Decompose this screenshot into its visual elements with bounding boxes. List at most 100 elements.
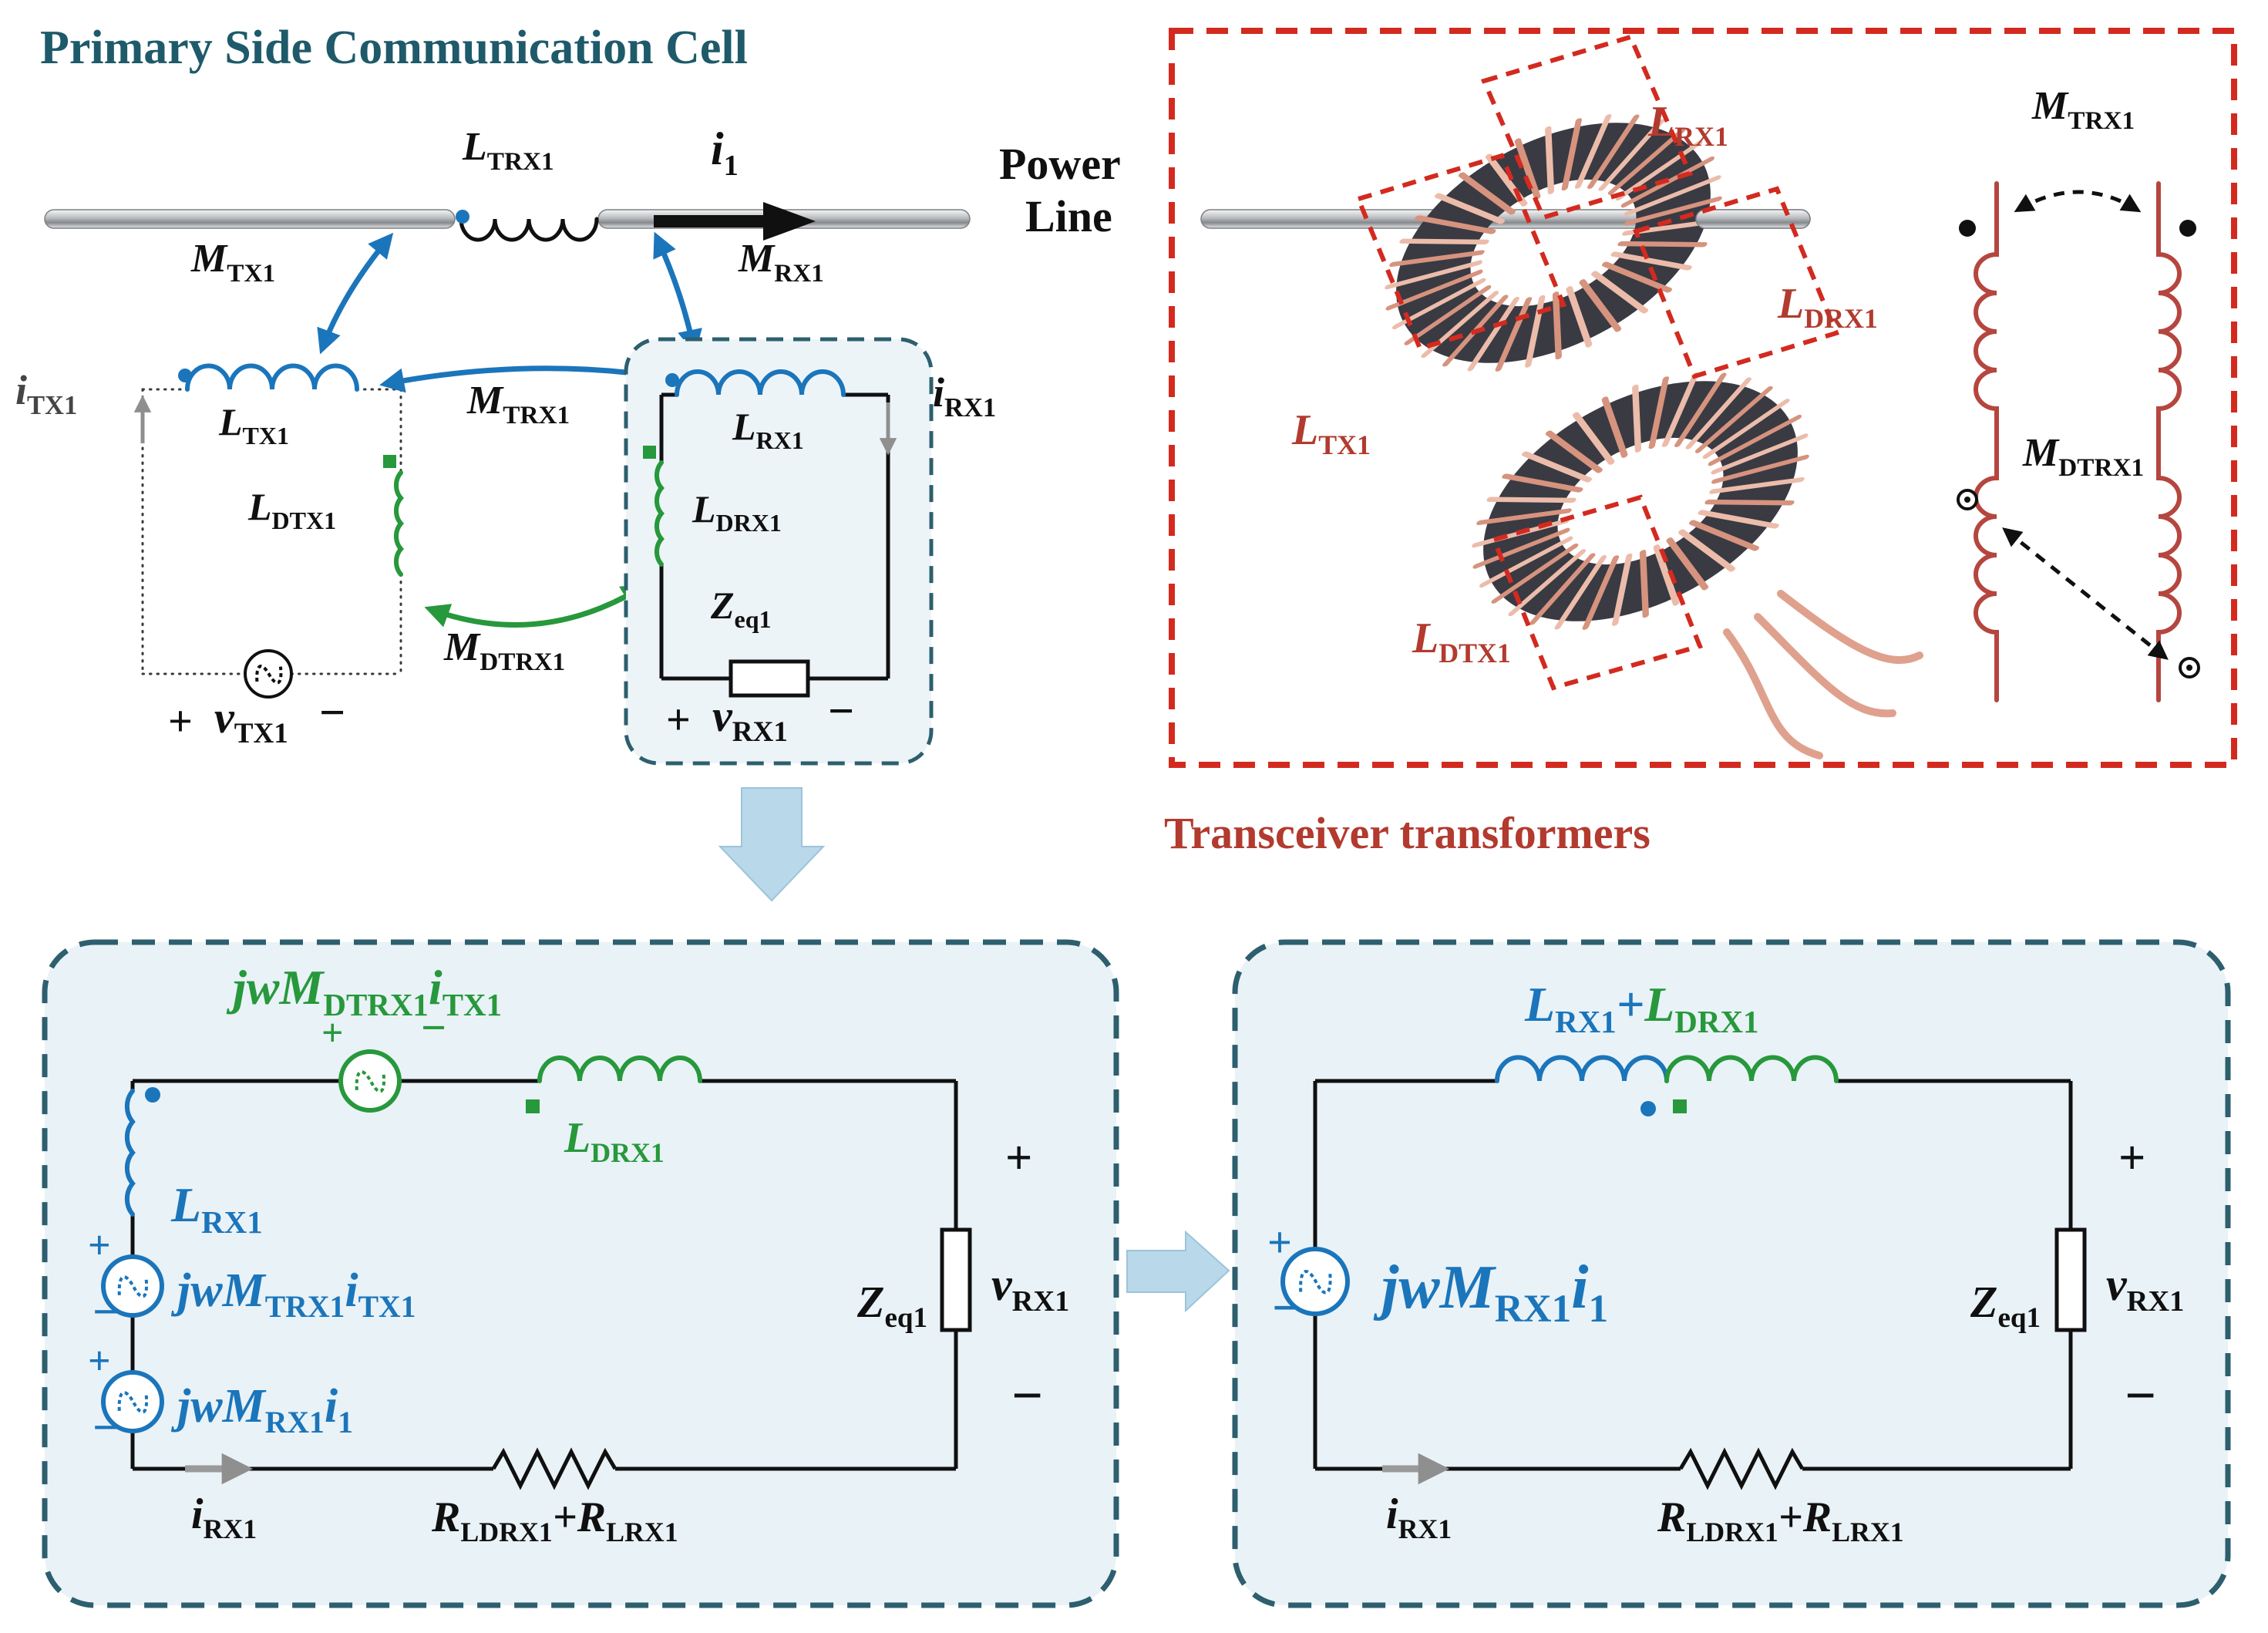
coupled-coil-schematic: [1957, 181, 2200, 702]
label-l-tx1-toroid: LTX1: [1291, 406, 1371, 460]
label-src-trx: jwMTRX1iTX1: [170, 1264, 416, 1324]
winding-lead-2: [1754, 613, 1896, 718]
mutual-arrow-M-DTRX1: [2002, 527, 2169, 660]
transmitter-circuit: [133, 363, 404, 699]
power-line-right-front: [1695, 209, 1811, 229]
label-r-sum-simple: RLDRX1+RLRX1: [1657, 1493, 1904, 1547]
label-l-dtx1-toroid: LDTX1: [1412, 614, 1511, 668]
receiver-circuit: [643, 369, 897, 698]
impedance-Z-eq1-simple: [2054, 1227, 2087, 1332]
label-m-tx1: MTX1: [190, 237, 275, 288]
source-jwM-RX1: [101, 1370, 164, 1433]
toroid-bottom: [1472, 372, 1809, 630]
inductor-L-RX1: [675, 369, 846, 397]
winding-outline-L-DRX1: [1632, 186, 1840, 379]
toroid-top: [1385, 114, 1722, 372]
right-block-arrow: [1126, 1230, 1230, 1313]
current-arrowhead-i1: [763, 202, 816, 241]
label-power-line-1: Power: [999, 139, 1121, 189]
polarity-square-eq1: [526, 1099, 540, 1113]
label-z-eq1-simple: Zeq1: [1970, 1277, 2041, 1334]
label-v-rx1-cell: vRX1: [712, 691, 788, 748]
sign-plus-src-rx-simple: +: [1267, 1219, 1292, 1267]
label-i-rx1-eq: iRX1: [191, 1490, 257, 1544]
label-i-tx1: iTX1: [15, 367, 77, 420]
label-l-rx1-cell: LRX1: [732, 405, 804, 454]
label-l-rx1-toroid: LRX1: [1647, 98, 1728, 152]
equiv-full-box: [42, 939, 1119, 1608]
winding-outline-L-RX1: [1480, 34, 1694, 221]
impedance-Z-eq1: [729, 659, 810, 698]
label-l-drx1-toroid: LDRX1: [1777, 280, 1878, 334]
transformer-box: [1169, 28, 2237, 768]
inductor-L-DRX1: [654, 460, 665, 567]
inductor-L-RX1-eq: [124, 1089, 136, 1217]
label-m-dtrx1-schem: MDTRX1: [2022, 431, 2144, 482]
label-l-rx1-eq: LRX1: [170, 1177, 263, 1240]
inductor-L-RX1-simple: [1495, 1055, 1669, 1083]
label-src-rx-simple: jwMRX1i1: [1373, 1254, 1608, 1331]
winding-lead-1: [1723, 628, 1823, 759]
transformer-caption: Transceiver transformers: [1164, 808, 1651, 858]
polarity-dot-L-TRX1: [456, 210, 469, 224]
label-l-tx1: LTX1: [218, 400, 289, 449]
mutual-arrow-M-TRX1: [2014, 190, 2142, 213]
polarity-dot-eq1: [145, 1087, 160, 1103]
coupling-arrow-M-DTRX1: [424, 584, 647, 628]
label-m-dtrx1: MDTRX1: [443, 625, 565, 676]
figure-title: Primary Side Communication Cell: [40, 22, 748, 74]
polarity-dot-L-RX1: [665, 373, 679, 387]
winding-outline-L-DTX1: [1490, 494, 1704, 691]
label-src-rx: jwMRX1i1: [170, 1380, 353, 1439]
sign-minus-src-rx: −: [93, 1402, 119, 1454]
sign-plus-v-rx1-cell: +: [666, 696, 691, 744]
equiv-full-circuit: [101, 1049, 972, 1490]
coupling-arrow-M-RX1: [653, 231, 702, 355]
inductor-L-DRX1-simple: [1664, 1055, 1839, 1083]
sign-minus-v-tx1: −: [319, 687, 345, 738]
label-l-sum: LRX1+LDRX1: [1524, 977, 1759, 1039]
polarity-square-L-DRX1: [643, 446, 656, 459]
inductor-L-TX1: [185, 363, 359, 392]
sign-plus-src-dtrx: +: [321, 1011, 344, 1054]
sign-plus-src-trx: +: [88, 1224, 111, 1268]
sign-plus-v-rx1-eq: +: [1005, 1132, 1032, 1184]
down-block-arrow: [718, 787, 826, 902]
label-l-trx1: LTRX1: [462, 125, 554, 176]
label-v-tx1: vTX1: [214, 692, 288, 749]
winding-lead-3: [1777, 590, 1923, 665]
polarity-square-simple: [1673, 1099, 1687, 1113]
receiver-cell-box: [624, 337, 934, 766]
power-line-left: [44, 202, 971, 242]
coupling-arrow-M-TX1: [317, 232, 394, 355]
impedance-Z-eq1-eq: [940, 1227, 972, 1332]
label-m-trx1: MTRX1: [466, 379, 570, 429]
label-i-rx1-simple: iRX1: [1386, 1490, 1452, 1544]
dot-filled-left: [1959, 220, 1976, 237]
label-i-rx1-cell: iRX1: [933, 369, 996, 423]
sign-minus-v-rx1-simple: −: [2125, 1365, 2156, 1426]
label-z-eq1-cell: Zeq1: [710, 584, 772, 633]
inductor-L-DRX1-eq: [537, 1056, 702, 1083]
label-m-rx1: MRX1: [738, 237, 824, 288]
sign-minus-v-rx1-eq: −: [1011, 1365, 1043, 1426]
label-l-drx1-eq: LDRX1: [564, 1114, 665, 1168]
label-r-sum-eq: RLDRX1+RLRX1: [431, 1493, 678, 1547]
polarity-dot-L-TX1: [178, 369, 192, 382]
label-v-rx1-simple: vRX1: [2106, 1259, 2184, 1318]
equiv-simple-circuit: [1280, 1055, 2087, 1490]
winding-outline-L-TX1: [1354, 153, 1567, 352]
sign-minus-v-rx1-cell: −: [828, 685, 854, 736]
label-l-dtx1: LDTX1: [247, 485, 336, 534]
dot-filled-right: [2179, 220, 2196, 237]
resistor-R-sum-simple: [1678, 1447, 1805, 1490]
inductor-L-DTX1: [394, 470, 404, 577]
equiv-simple-box: [1232, 939, 2231, 1608]
sign-minus-src-rx-simple: −: [1272, 1280, 1301, 1336]
sign-plus-v-rx1-simple: +: [2118, 1132, 2145, 1184]
label-l-drx1-cell: LDRX1: [692, 487, 782, 537]
inductor-L-TRX1: [459, 217, 599, 242]
source-jwM-DTRX1: [338, 1049, 402, 1113]
label-z-eq1-eq: Zeq1: [856, 1277, 927, 1334]
